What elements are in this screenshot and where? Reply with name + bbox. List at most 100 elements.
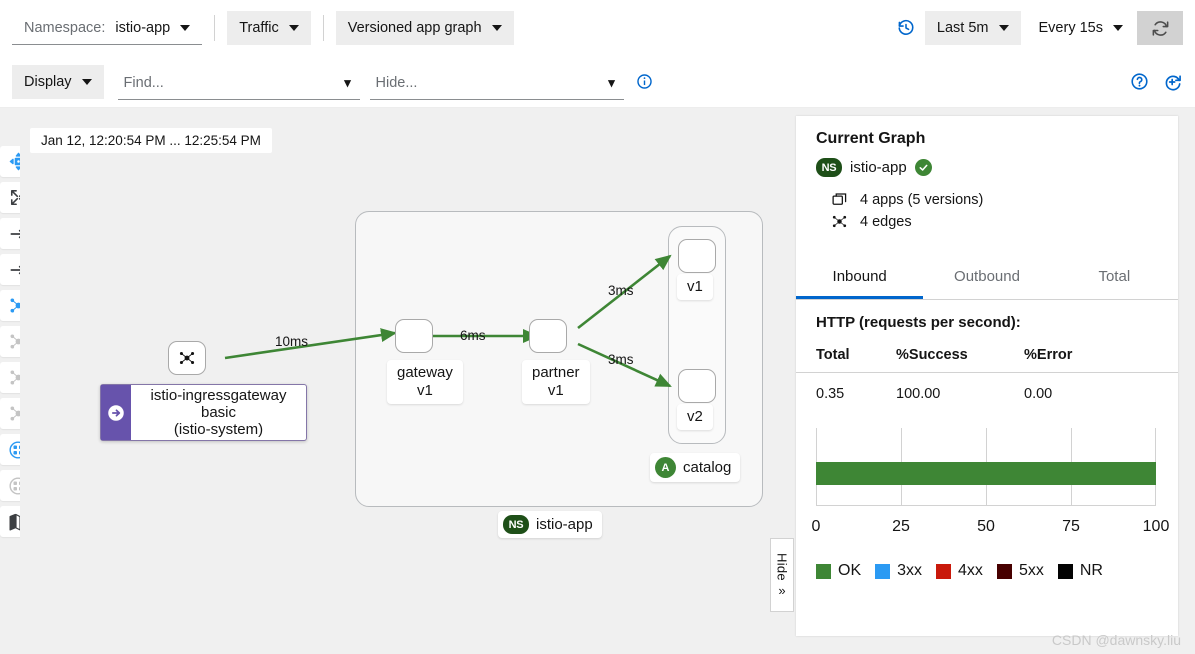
graph-edges bbox=[224, 254, 672, 388]
time-history-icon[interactable] bbox=[897, 19, 915, 37]
node-gateway[interactable] bbox=[395, 319, 433, 353]
side-panel-header: Current Graph NS istio-app 4 apps (5 ver… bbox=[796, 116, 1178, 249]
legend-swatch-5xx bbox=[996, 563, 1012, 579]
info-circle-icon[interactable] bbox=[636, 73, 653, 90]
side-panel-stats: 4 apps (5 versions) 4 bbox=[830, 191, 1158, 230]
tab-inbound[interactable]: Inbound bbox=[796, 255, 924, 299]
double-chevron-right-icon: » bbox=[778, 583, 786, 599]
metrics-header-success: %Success bbox=[896, 341, 1024, 373]
hide-input[interactable] bbox=[369, 67, 600, 100]
metrics-table-header-row: Total %Success %Error bbox=[796, 341, 1178, 373]
metrics-table: Total %Success %Error 0.35 100.00 0.00 bbox=[796, 341, 1178, 408]
node-istio-ingressgateway[interactable]: istio-ingressgateway basic (istio-system… bbox=[100, 384, 307, 441]
node-catalog-v1[interactable] bbox=[678, 239, 716, 273]
app-badge-icon: A bbox=[655, 457, 676, 478]
edges-icon bbox=[830, 213, 848, 230]
namespace-label: Namespace: bbox=[24, 19, 106, 36]
check-circle-icon bbox=[914, 159, 932, 176]
display-menu-button[interactable]: Display bbox=[12, 64, 104, 99]
edge-label-6ms: 6ms bbox=[460, 328, 486, 343]
legend-label-ok: OK bbox=[838, 562, 862, 579]
top-toolbar: Namespace: istio-app Traffic Versioned a… bbox=[0, 0, 1195, 56]
graph-time-range-badge: Jan 12, 12:20:54 PM ... 12:25:54 PM bbox=[30, 128, 272, 153]
chevron-down-icon bbox=[288, 25, 299, 31]
namespace-box-label[interactable]: NS istio-app bbox=[498, 511, 602, 538]
reset-settings-icon[interactable] bbox=[1163, 72, 1183, 92]
tab-total[interactable]: Total bbox=[1098, 268, 1131, 285]
refresh-icon bbox=[1152, 20, 1168, 36]
legend-swatch-ok bbox=[816, 563, 831, 579]
divider bbox=[322, 15, 324, 41]
hide-tab-label: Hide bbox=[774, 552, 790, 581]
edge-label-3ms-v1: 3ms bbox=[608, 283, 634, 298]
apps-count-text: 4 apps (5 versions) bbox=[860, 191, 984, 208]
refresh-interval-selector[interactable]: Every 15s bbox=[1027, 11, 1135, 45]
chart-plot-area: 0 25 50 75 100 bbox=[812, 422, 1169, 535]
tab-outbound[interactable]: Outbound bbox=[954, 268, 1020, 285]
time-range-label: Last 5m bbox=[936, 20, 989, 36]
time-range-selector[interactable]: Last 5m bbox=[924, 11, 1021, 45]
chevron-down-icon: ▾ bbox=[344, 75, 351, 90]
stat-edges-row: 4 edges bbox=[830, 213, 1158, 230]
legend-swatch-3xx bbox=[875, 563, 891, 579]
app-box-name: catalog bbox=[683, 459, 732, 476]
edge-label-3ms-v2: 3ms bbox=[608, 352, 634, 367]
chevron-down-icon: ▾ bbox=[608, 75, 615, 90]
help-circle-icon[interactable] bbox=[1130, 72, 1149, 91]
edge-label-10ms: 10ms bbox=[275, 334, 309, 349]
graph-type-selector[interactable]: Versioned app graph bbox=[335, 11, 514, 45]
legend-label-5xx: 5xx bbox=[1018, 562, 1044, 579]
edge-partner-to-catalog-v1 bbox=[577, 254, 672, 330]
divider bbox=[214, 15, 216, 41]
metrics-value-success: 100.00 bbox=[896, 386, 941, 402]
side-panel-tabs: Inbound Outbound Total bbox=[796, 255, 1178, 300]
chart-legend: OK 3xx 4xx 5xx NR bbox=[816, 562, 1178, 580]
metrics-value-total: 0.35 bbox=[816, 386, 845, 402]
legend-label-3xx: 3xx bbox=[897, 562, 923, 579]
app-box-label-catalog[interactable]: A catalog bbox=[650, 453, 741, 482]
chevron-down-icon bbox=[998, 25, 1009, 31]
namespace-selector[interactable]: Namespace: istio-app bbox=[12, 11, 203, 45]
legend-item-4xx[interactable]: 4xx bbox=[936, 562, 983, 580]
legend-label-4xx: 4xx bbox=[958, 562, 983, 579]
graph-canvas[interactable]: Jan 12, 12:20:54 PM ... 12:25:54 PM 10ms… bbox=[20, 116, 780, 636]
node-label-gateway: gateway v1 bbox=[387, 360, 463, 404]
find-control: ▾ bbox=[117, 64, 360, 100]
find-dropdown-button[interactable]: ▾ bbox=[335, 66, 360, 100]
chart-bar-ok[interactable] bbox=[816, 462, 1156, 485]
node-catalog-v2[interactable] bbox=[678, 369, 716, 403]
xtick-100: 100 bbox=[1142, 518, 1170, 535]
chevron-down-icon bbox=[81, 78, 92, 85]
node-label-partner: partner v1 bbox=[522, 360, 590, 404]
legend-item-nr[interactable]: NR bbox=[1057, 562, 1103, 580]
side-panel-hide-toggle[interactable]: Hide » bbox=[770, 538, 794, 612]
node-mesh[interactable] bbox=[168, 341, 206, 375]
hide-dropdown-button[interactable]: ▾ bbox=[599, 66, 624, 100]
summary-side-panel: Current Graph NS istio-app 4 apps (5 ver… bbox=[796, 116, 1178, 636]
xtick-75: 75 bbox=[1062, 518, 1080, 535]
edges-count-text: 4 edges bbox=[860, 213, 912, 230]
traffic-label: Traffic bbox=[239, 20, 279, 36]
legend-item-5xx[interactable]: 5xx bbox=[996, 562, 1044, 580]
response-code-bar-chart: 0 25 50 75 100 bbox=[812, 422, 1169, 542]
legend-item-ok[interactable]: OK bbox=[816, 562, 861, 580]
node-partner[interactable] bbox=[529, 319, 567, 353]
xtick-0: 0 bbox=[811, 518, 821, 535]
display-label: Display bbox=[24, 73, 72, 90]
find-input[interactable] bbox=[117, 67, 336, 100]
side-panel-title: Current Graph bbox=[816, 130, 926, 147]
edge-ingressgateway-to-gateway bbox=[224, 328, 398, 360]
graph-controls-toolbar: Display ▾ ▾ bbox=[0, 56, 1195, 108]
apps-icon bbox=[830, 191, 848, 208]
traffic-selector[interactable]: Traffic bbox=[227, 11, 311, 45]
chart-axis-line bbox=[816, 505, 1156, 506]
chevron-down-icon bbox=[180, 24, 191, 31]
legend-item-3xx[interactable]: 3xx bbox=[875, 562, 922, 580]
namespace-box-name: istio-app bbox=[536, 516, 593, 533]
metrics-header-total: Total bbox=[796, 341, 896, 373]
node-label-istio-ingressgateway: istio-ingressgateway basic (istio-system… bbox=[150, 387, 287, 438]
watermark: CSDN @dawnsky.liu bbox=[1051, 632, 1181, 648]
refresh-button[interactable] bbox=[1137, 11, 1183, 45]
xtick-50: 50 bbox=[977, 518, 995, 535]
node-label-catalog-v2: v2 bbox=[677, 404, 713, 430]
